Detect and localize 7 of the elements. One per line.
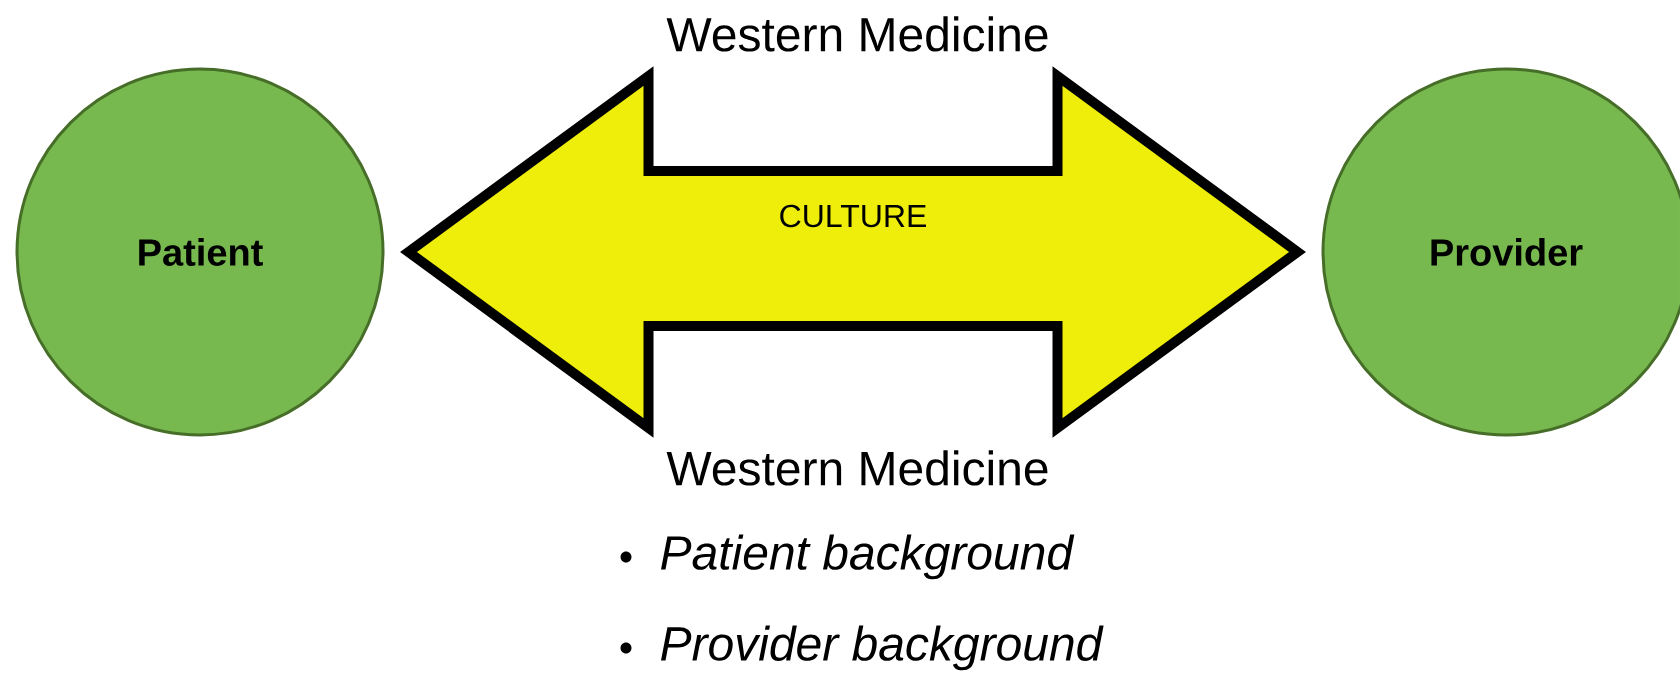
bullet-text: Provider background — [661, 625, 1104, 671]
heading-text: Western Medicine — [666, 16, 1048, 52]
circle-node: Provider — [1321, 67, 1680, 437]
edge-label: CULTURE — [780, 204, 926, 228]
circle-node: Patient — [15, 67, 385, 437]
heading-text: Western Medicine — [666, 450, 1048, 486]
bullet-text: Patient background — [661, 534, 1075, 580]
